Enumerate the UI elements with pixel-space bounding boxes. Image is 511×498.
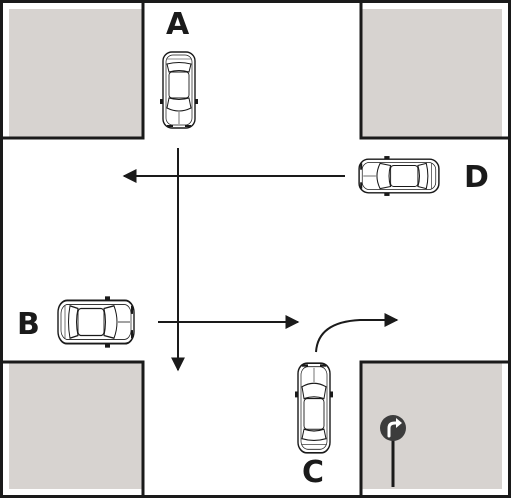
block-top-right: [361, 9, 502, 138]
car-c-label: C: [302, 455, 324, 490]
block-top-left: [9, 9, 143, 138]
right-turn-only-sign-icon: [378, 413, 408, 487]
car-c-path-arrow: [315, 313, 399, 353]
car-a-label: A: [166, 7, 190, 42]
car-d: [358, 155, 440, 197]
car-a: [159, 51, 199, 129]
car-b-label: B: [17, 307, 40, 342]
car-c: [294, 362, 334, 454]
car-b: [57, 295, 135, 349]
block-bottom-left: [9, 362, 143, 489]
car-d-label: D: [464, 160, 489, 195]
block-bottom-right: [361, 362, 502, 489]
